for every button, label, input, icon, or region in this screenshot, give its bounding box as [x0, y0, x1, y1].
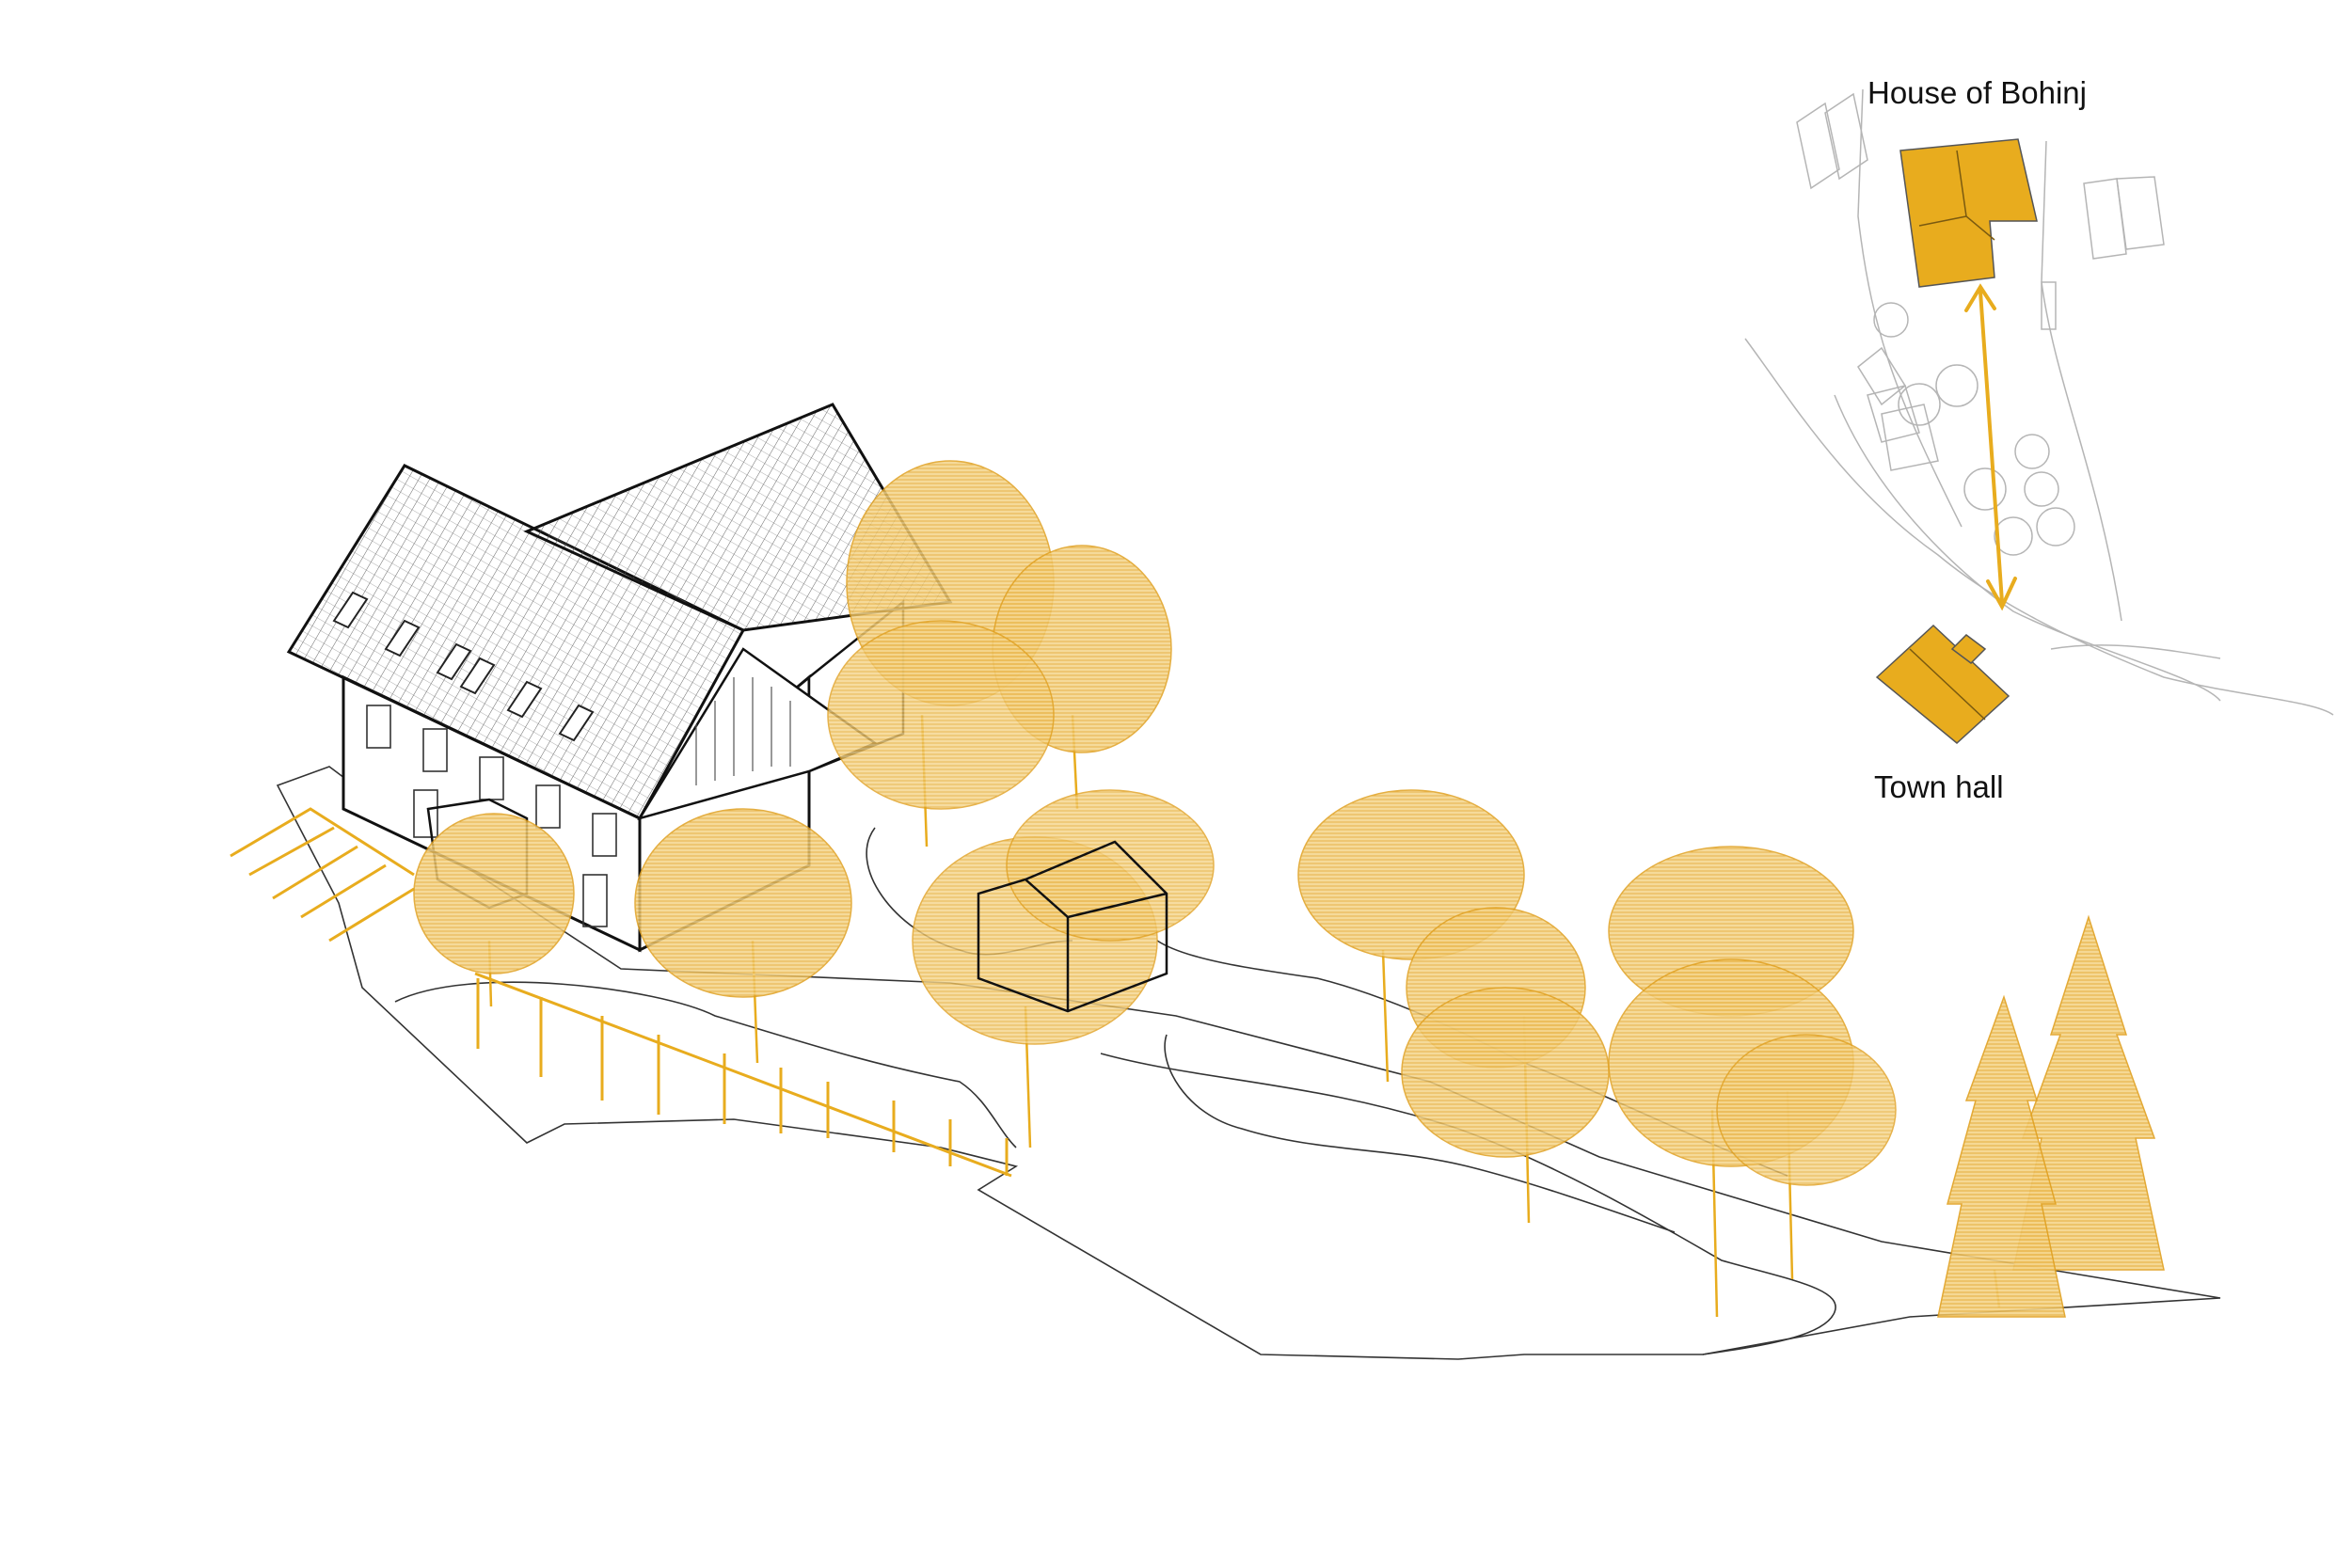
- town-hall-footprint: [1875, 624, 2010, 744]
- town-hall-label: Town hall: [1874, 769, 2004, 804]
- fence: [474, 972, 1012, 1178]
- location-map: [1744, 88, 2334, 744]
- tree-canopy: [1006, 789, 1215, 942]
- tree-canopy: [634, 808, 852, 998]
- parking-lines: [230, 807, 415, 942]
- tree-canopy: [413, 813, 575, 974]
- trees: [413, 460, 2165, 1318]
- tree-canopy: [1401, 987, 1610, 1158]
- house-of-bohinj-footprint: [1899, 138, 2038, 288]
- conifer-tree: [1937, 994, 2066, 1318]
- house-of-bohinj-label: House of Bohinj: [1867, 75, 2087, 110]
- double-headed-arrow-icon: [1964, 283, 2017, 611]
- pavilion: [977, 840, 1168, 1013]
- tree-canopy: [827, 620, 1055, 810]
- tree-canopy: [1716, 1034, 1897, 1186]
- conifer-tree: [2012, 914, 2165, 1271]
